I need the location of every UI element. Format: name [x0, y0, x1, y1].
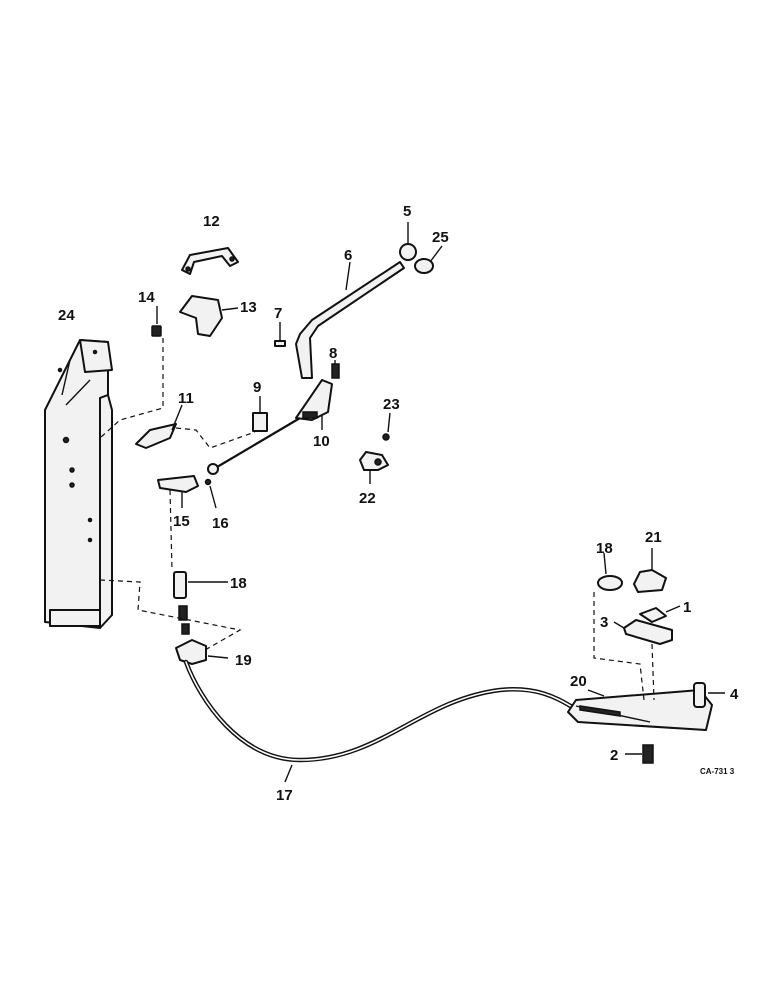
callout-6: 6: [344, 247, 352, 264]
pin-part-7: [274, 322, 286, 347]
callout-17: 17: [276, 787, 293, 804]
arm-part-15: [157, 475, 199, 508]
callout-18-right: 18: [596, 540, 613, 557]
column-frame-part: [44, 339, 113, 629]
callout-9: 9: [253, 379, 261, 396]
screw-part-23: [382, 412, 391, 441]
pin-part-18-right: [597, 552, 623, 591]
nut-part-14: [151, 306, 162, 337]
washer-part-16: [204, 463, 219, 509]
callout-2: 2: [610, 747, 618, 764]
cap-part-25: [414, 245, 443, 274]
callout-24: 24: [58, 307, 75, 324]
lever-part-6: [295, 261, 405, 379]
callout-5: 5: [403, 203, 411, 220]
clip-part-11: [135, 404, 183, 449]
cable-part-17: [183, 659, 577, 783]
bracket-part-22: [359, 451, 389, 484]
callout-20: 20: [570, 673, 587, 690]
cable-connector-part-19: [175, 605, 229, 665]
callout-14: 14: [138, 289, 155, 306]
mounting-bracket-part: [179, 295, 239, 337]
shaft-assembly-part-10: [211, 379, 333, 471]
latch-part-3: [613, 619, 673, 645]
pin-part-4: [693, 682, 725, 708]
clamp-part-9: [252, 396, 268, 432]
callout-4: 4: [730, 686, 739, 703]
callout-11: 11: [178, 390, 194, 407]
callout-18-left: 18: [230, 575, 247, 592]
handle-bracket-part: [181, 247, 239, 275]
callout-labels: 1 2 3 4 5 6 7 8 9 10 11 12 13 14 15 16 1…: [58, 203, 739, 804]
callout-1: 1: [683, 599, 691, 616]
knob-part-5: [399, 222, 417, 261]
pin-part-18-left: [173, 571, 228, 599]
callout-21: 21: [645, 529, 662, 546]
callout-19: 19: [235, 652, 252, 669]
spring-pin-part-8: [331, 360, 340, 379]
callout-15: 15: [173, 513, 190, 530]
callout-13: 13: [240, 299, 257, 316]
plate-part-20: [567, 689, 713, 731]
callout-12: 12: [203, 213, 220, 230]
washer-part-1: [639, 605, 681, 623]
callout-16: 16: [212, 515, 229, 532]
drawing-code: CA-731 3: [700, 767, 735, 776]
clip-plate-part-21: [633, 548, 667, 593]
callout-25: 25: [432, 229, 449, 246]
callout-8: 8: [329, 345, 337, 362]
callout-10: 10: [313, 433, 330, 450]
callout-22: 22: [359, 490, 376, 507]
callout-23: 23: [383, 396, 400, 413]
spring-part-2: [625, 744, 654, 764]
callout-7: 7: [274, 305, 282, 322]
callout-3: 3: [600, 614, 608, 631]
